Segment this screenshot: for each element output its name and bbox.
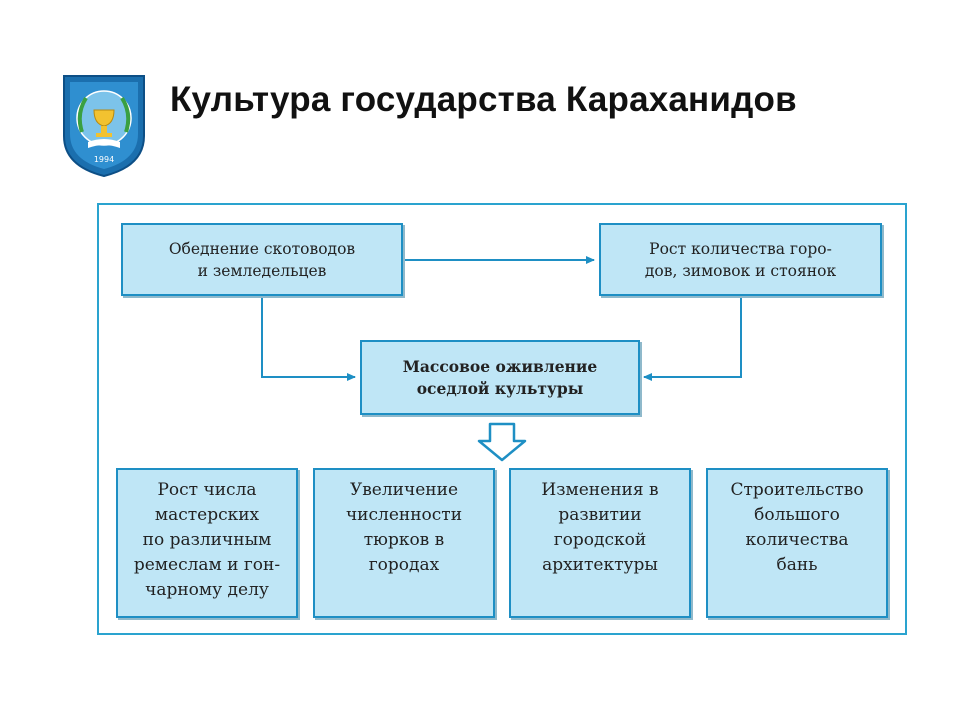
box-mass-revival-text: Массовое оживление оседлой культуры [402,356,598,398]
box-workshops-text: Рост числа мастерских по различным ремес… [133,480,281,600]
box-impoverishment: Обеднение скотоводов и земледельцев [121,223,403,296]
page-title: Культура государства Караханидов [170,80,797,119]
university-logo: 1994 [63,75,145,178]
box-mass-revival: Массовое оживление оседлой культуры [360,340,640,415]
box-workshops: Рост числа мастерских по различным ремес… [116,468,298,618]
box-turks-in-cities-text: Увеличение численности тюрков в городах [345,480,463,575]
box-baths: Строительство большого количества бань [706,468,888,618]
box-architecture-text: Изменения в развитии городской архитекту… [541,480,659,575]
box-city-growth-text: Рост количества горо- дов, зимовок и сто… [644,239,837,280]
box-city-growth: Рост количества горо- дов, зимовок и сто… [599,223,882,296]
box-baths-text: Строительство большого количества бань [730,480,864,575]
box-architecture: Изменения в развитии городской архитекту… [509,468,691,618]
box-turks-in-cities: Увеличение численности тюрков в городах [313,468,495,618]
box-impoverishment-text: Обеднение скотоводов и земледельцев [168,239,356,280]
logo-year: 1994 [94,155,114,164]
